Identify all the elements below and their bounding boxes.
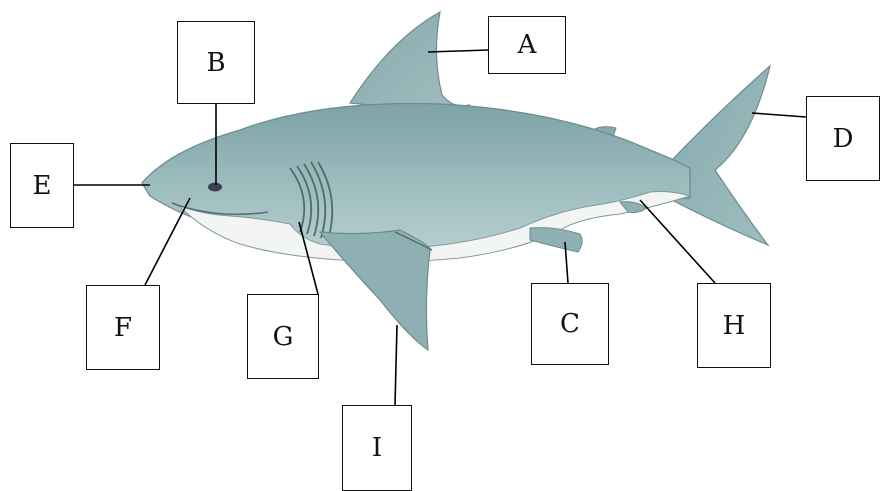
label-box-c: C (531, 283, 609, 365)
dorsal-fin (350, 12, 470, 109)
pectoral-fin (320, 230, 430, 350)
label-c: C (560, 309, 580, 339)
label-box-i: I (342, 405, 412, 491)
label-box-h: H (697, 283, 771, 368)
label-b: B (206, 48, 225, 78)
leader-line-i (395, 325, 397, 405)
label-box-a: A (488, 16, 566, 74)
label-box-d: D (806, 96, 880, 181)
label-e: E (33, 171, 52, 201)
label-h: H (723, 311, 746, 341)
eye (208, 183, 222, 192)
label-box-g: G (247, 294, 319, 379)
label-box-f: F (86, 285, 160, 370)
label-f: F (114, 313, 132, 343)
leader-line-d (752, 113, 806, 117)
label-d: D (833, 124, 854, 154)
pelvic-fin (530, 228, 582, 252)
label-a: A (518, 30, 537, 60)
label-box-e: E (10, 143, 74, 228)
label-box-b: B (177, 21, 255, 104)
caudal-fin (668, 66, 770, 245)
leader-line-f (145, 198, 190, 285)
label-g: G (273, 322, 294, 352)
label-i: I (372, 433, 382, 463)
